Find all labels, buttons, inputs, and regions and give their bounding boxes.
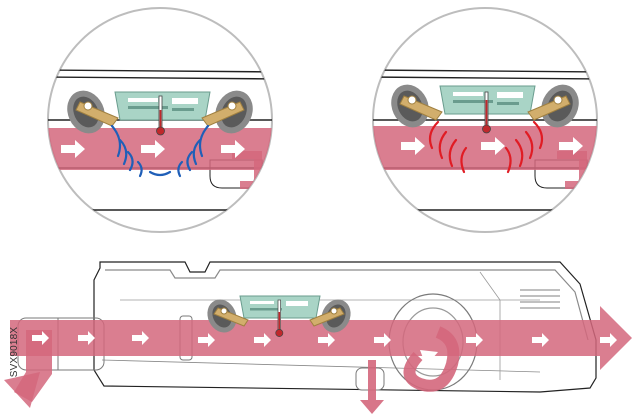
sensor-board bbox=[115, 92, 210, 120]
magnified-view-cold bbox=[40, 8, 285, 232]
drain-tube bbox=[356, 360, 384, 414]
device-overview bbox=[4, 262, 632, 414]
figure-code: SVX9018X bbox=[9, 322, 23, 382]
magnified-view-hot bbox=[365, 8, 610, 232]
